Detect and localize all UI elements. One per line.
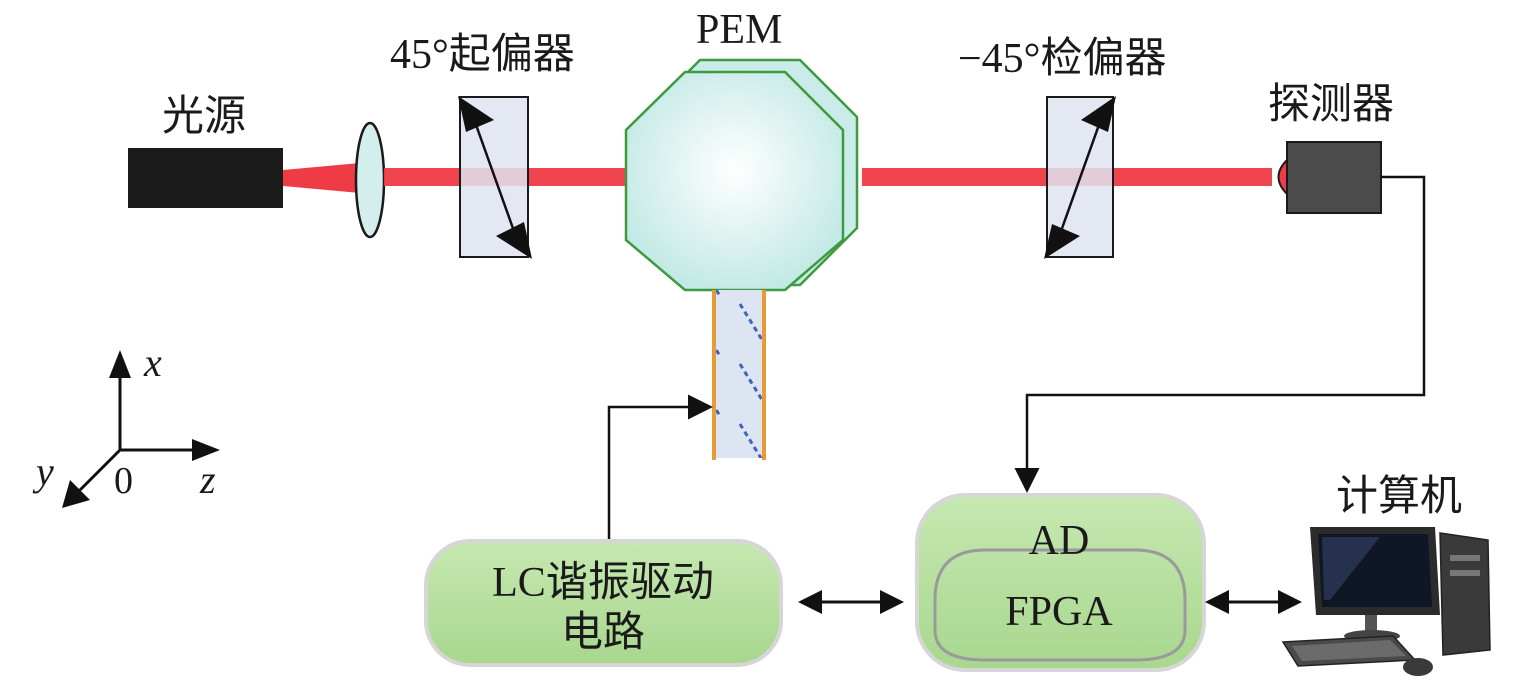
polarizer-45 [458,96,532,259]
lens [354,121,386,239]
desktop-computer-icon [1281,527,1491,676]
lc-driver-label-line2: 电路 [561,610,645,656]
fpga-computer-double-arrow [1205,590,1302,614]
fpga-label: FPGA [1005,589,1113,635]
axis-x-label: x [143,340,162,385]
axis-origin-label: 0 [114,460,133,502]
computer-label: 计算机 [1336,474,1462,520]
axis-z-label: z [199,457,216,502]
driver-fpga-double-arrow [798,590,904,614]
light-source-label: 光源 [162,94,246,140]
light-source [128,148,360,208]
lc-driver-module [424,539,783,667]
piezo-transducer [712,290,766,460]
detector [1277,141,1382,214]
polarizer-label: 45°起偏器 [390,32,575,78]
analyzer-minus-45 [1044,96,1116,259]
driver-to-pem-wire [607,394,713,543]
detector-to-ad-wire [1014,175,1426,493]
analyzer-label: −45°检偏器 [958,35,1166,82]
axis-y-label: y [32,449,54,494]
lc-driver-label-line1: LC谐振驱动 [492,560,714,606]
pem-label: PEM [696,7,782,53]
ad-label: AD [1029,518,1090,564]
pem-crystal [624,58,859,292]
detector-label: 探测器 [1268,82,1394,128]
ad-fpga-module [915,493,1206,672]
coordinate-axes [62,350,220,508]
